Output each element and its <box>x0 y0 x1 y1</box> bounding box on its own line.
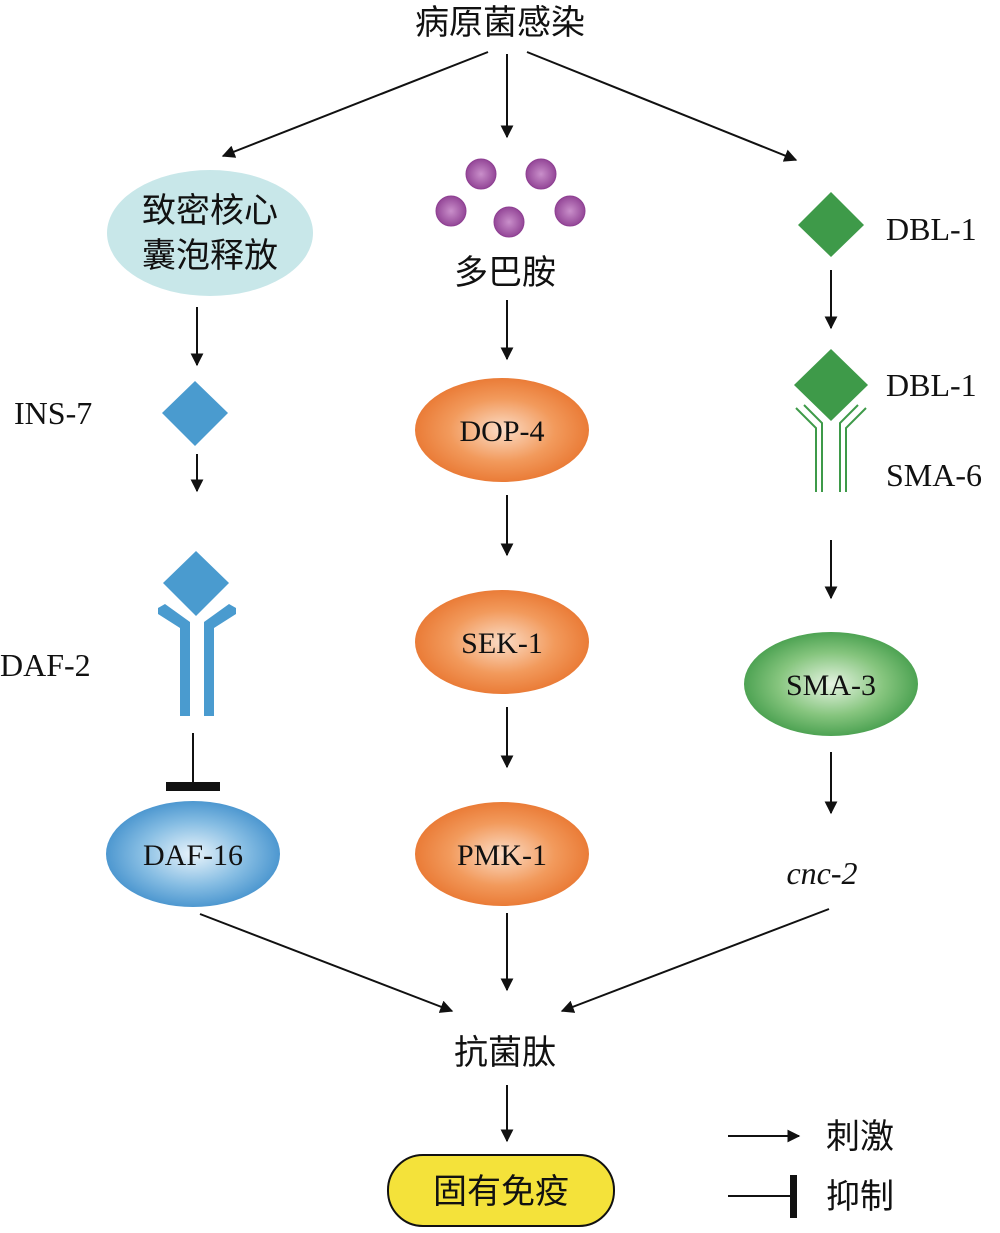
dbl1-diamond <box>798 192 864 257</box>
cnc2-label: cnc-2 <box>786 855 857 891</box>
sma6-label: SMA-6 <box>886 457 982 493</box>
vesicle-label-line1: 致密核心 <box>142 192 278 230</box>
daf16-label: DAF-16 <box>143 839 243 872</box>
daf16-node <box>106 801 280 907</box>
arrow-daf16-to-amp <box>199 913 454 1013</box>
pmk1-node <box>415 802 589 906</box>
sma3-node <box>744 632 918 736</box>
legend-inhibit-bar <box>790 1175 797 1218</box>
vesicle-release-ellipse <box>107 170 313 296</box>
dbl1-bound-diamond <box>794 349 868 421</box>
vesicle-label-line2: 囊泡释放 <box>142 237 278 275</box>
daf2-receptor-right-arm <box>204 604 236 716</box>
dopamine-dot <box>493 206 525 238</box>
antimicrobial-peptide-label: 抗菌肽 <box>454 1034 556 1072</box>
ins7-diamond <box>162 381 228 446</box>
inhibit-bar-daf2-daf16 <box>166 782 220 791</box>
dbl1-bound-label: DBL-1 <box>886 367 977 403</box>
daf2-label: DAF-2 <box>0 647 91 683</box>
dopamine-dot <box>525 158 557 190</box>
arrow-title-to-vesicle <box>221 51 489 158</box>
dop4-label: DOP-4 <box>459 415 544 448</box>
dbl1-label: DBL-1 <box>886 211 977 247</box>
daf2-bound-ligand-diamond <box>163 551 229 616</box>
arrow-title-to-dbl1 <box>526 51 798 162</box>
sek1-node <box>415 590 589 694</box>
dop4-node <box>415 378 589 482</box>
ins7-label: INS-7 <box>14 395 92 431</box>
sma6-receptor-left-arm <box>795 404 823 492</box>
sek1-label: SEK-1 <box>461 627 543 660</box>
innate-immunity-box <box>387 1154 615 1227</box>
dopamine-dot <box>465 158 497 190</box>
dopamine-label: 多巴胺 <box>454 254 556 292</box>
daf2-receptor-left-arm <box>158 604 190 716</box>
dopamine-dot <box>554 195 586 227</box>
title-pathogen-infection: 病原菌感染 <box>415 4 585 42</box>
legend-inhibit-label: 抑制 <box>826 1178 894 1216</box>
sma6-receptor-right-arm <box>839 404 867 492</box>
pmk1-label: PMK-1 <box>457 839 547 872</box>
arrow-cnc2-to-amp <box>560 908 830 1013</box>
legend-stimulate-label: 刺激 <box>826 1118 894 1156</box>
sma3-label: SMA-3 <box>786 669 876 702</box>
innate-immunity-label: 固有免疫 <box>433 1173 569 1211</box>
dopamine-dot <box>435 195 467 227</box>
